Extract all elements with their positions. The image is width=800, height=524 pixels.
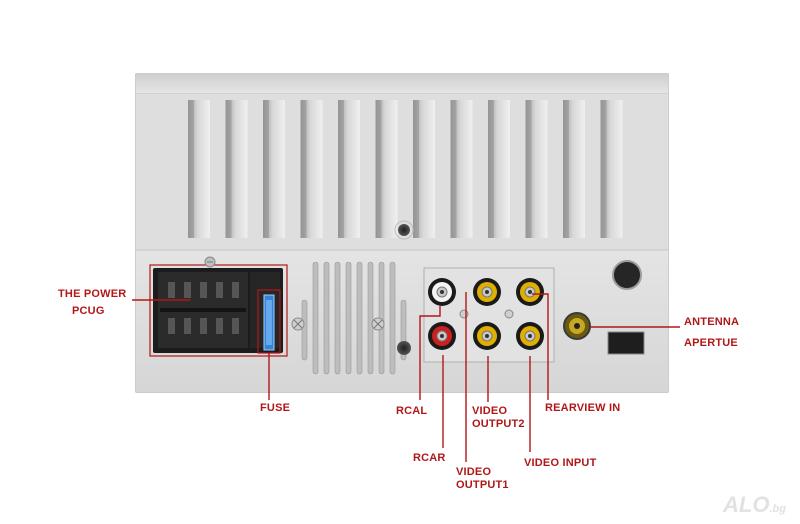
label-rearview-in: REARVIEW IN	[545, 402, 620, 415]
label-video-output2-line2: OUTPUT2	[472, 418, 525, 431]
rca-jack	[516, 278, 544, 306]
antenna-socket	[564, 313, 590, 339]
label-power-plug: THE POWER PCUG	[58, 288, 126, 318]
watermark-main: ALO	[723, 492, 769, 517]
label-video-input: VIDEO INPUT	[524, 457, 597, 470]
label-video-output1-line1: VIDEO	[456, 466, 509, 479]
label-rcar: RCAR	[413, 452, 446, 465]
label-antenna-line1: ANTENNA	[684, 316, 739, 329]
label-power-plug-line2: PCUG	[72, 305, 126, 318]
rca-jack	[428, 322, 456, 350]
label-video-output2: VIDEO OUTPUT2	[472, 405, 525, 431]
round-port	[613, 261, 641, 289]
rectangular-port	[608, 332, 644, 354]
label-power-plug-line1: THE POWER	[58, 288, 126, 301]
label-antenna: ANTENNA APERTUE	[684, 316, 739, 350]
rca-jack	[473, 322, 501, 350]
label-video-output1: VIDEO OUTPUT1	[456, 466, 509, 492]
rca-jack	[428, 278, 456, 306]
watermark-suffix: .bg	[770, 503, 787, 515]
rca-jack	[516, 322, 544, 350]
label-antenna-line2: APERTUE	[684, 337, 739, 350]
mount-hole	[398, 224, 410, 236]
label-rcal: RCAL	[396, 405, 427, 418]
label-video-output2-line1: VIDEO	[472, 405, 525, 418]
label-video-output1-line2: OUTPUT1	[456, 479, 509, 492]
label-fuse: FUSE	[260, 402, 290, 415]
rca-jack	[473, 278, 501, 306]
watermark-logo: ALO.bg	[723, 492, 786, 518]
power-connector	[150, 265, 287, 356]
connector-pins	[160, 282, 246, 334]
